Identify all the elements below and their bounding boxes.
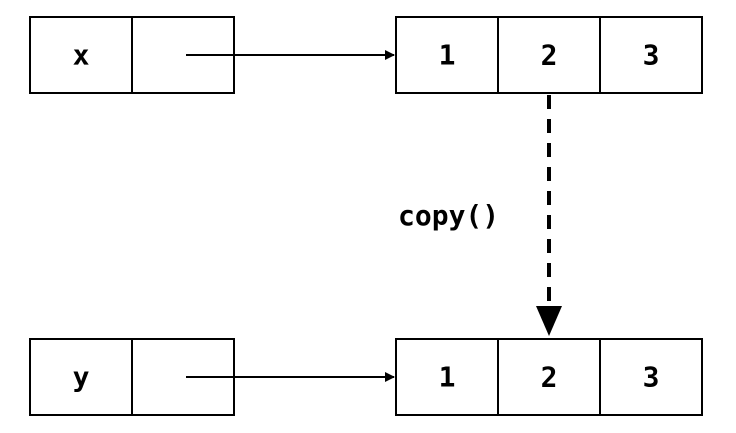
list-x-cell-1 [497, 16, 601, 94]
list-y-cell-0 [395, 338, 499, 416]
list-x: 1 2 3 [395, 16, 703, 94]
copy-arrowhead [536, 306, 562, 336]
list-y-cell-1 [497, 338, 601, 416]
variable-x-name-cell [29, 16, 133, 94]
variable-y-name: y [73, 361, 90, 394]
list-y-value-1: 2 [541, 361, 558, 394]
list-y-cell-2 [599, 338, 703, 416]
list-x-value-1: 2 [541, 39, 558, 72]
list-x-value-0: 1 [439, 39, 456, 72]
list-y-value-0: 1 [439, 361, 456, 394]
copy-label: copy() [398, 199, 499, 232]
list-x-cell-0 [395, 16, 499, 94]
variable-x-name: x [73, 39, 90, 72]
variable-x-box: x [29, 16, 235, 94]
list-y: 1 2 3 [395, 338, 703, 416]
list-x-cell-2 [599, 16, 703, 94]
list-y-value-2: 3 [643, 361, 660, 394]
list-x-value-2: 3 [643, 39, 660, 72]
